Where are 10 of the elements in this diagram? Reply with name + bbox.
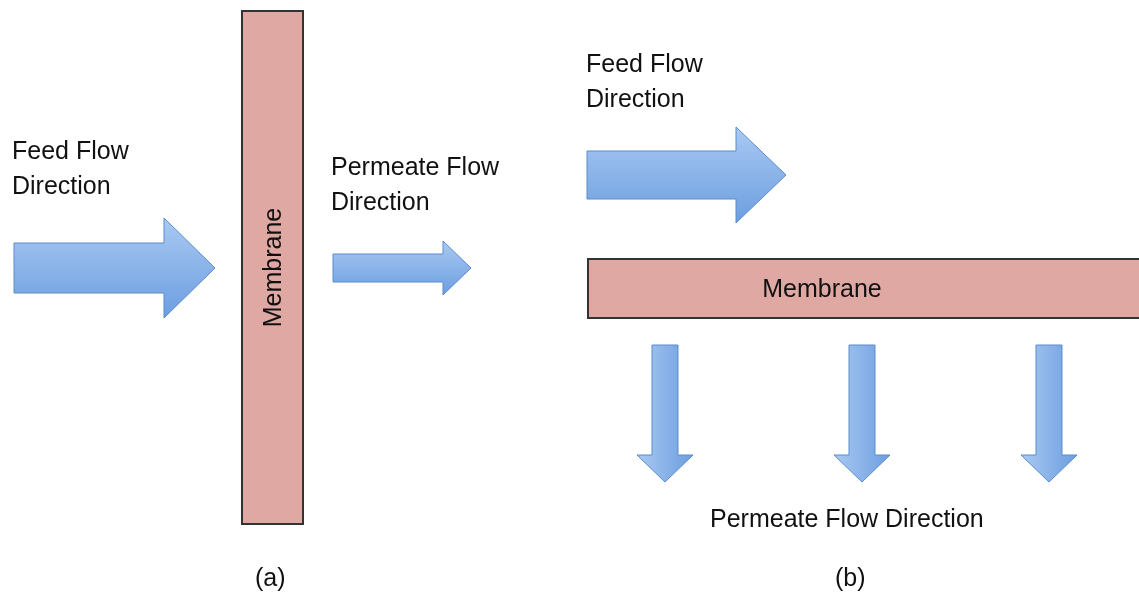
flow-label: Permeate Flow Direction xyxy=(331,151,501,217)
membrane-bar xyxy=(587,258,1139,319)
membrane-bar xyxy=(241,10,304,525)
flow-label: Permeate Flow Direction xyxy=(710,503,984,534)
panel-label: (b) xyxy=(835,562,866,592)
membrane-label: Membrane xyxy=(258,207,287,328)
flow-label: Feed Flow Direction xyxy=(586,48,704,114)
membrane-label: Membrane xyxy=(762,274,882,303)
panel-label: (a) xyxy=(255,562,286,592)
flow-label: Feed Flow Direction xyxy=(12,135,130,201)
